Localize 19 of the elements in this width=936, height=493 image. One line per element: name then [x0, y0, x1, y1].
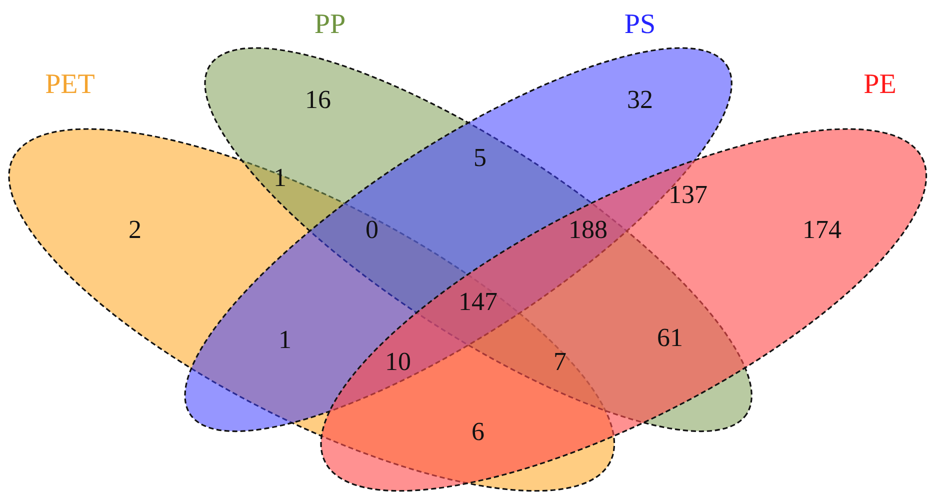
region-count: 32	[627, 85, 653, 115]
region-count: 2	[128, 215, 142, 245]
set-label: PET	[45, 68, 95, 102]
region-count: 137	[668, 180, 708, 210]
region-count: 6	[472, 417, 484, 447]
region-count: 16	[305, 85, 331, 115]
set-label: PE	[864, 68, 896, 102]
region-count: 7	[554, 347, 566, 377]
set-label: PP	[314, 8, 346, 42]
region-count: 188	[568, 215, 608, 245]
region-count: 147	[458, 287, 498, 317]
region-count: 1	[278, 325, 292, 355]
region-count: 5	[474, 143, 486, 173]
region-count: 10	[385, 347, 411, 377]
region-count: 0	[366, 215, 378, 245]
set-label: PS	[624, 8, 656, 42]
region-count: 61	[657, 323, 683, 353]
region-count: 174	[802, 215, 842, 245]
region-count: 1	[274, 163, 286, 193]
